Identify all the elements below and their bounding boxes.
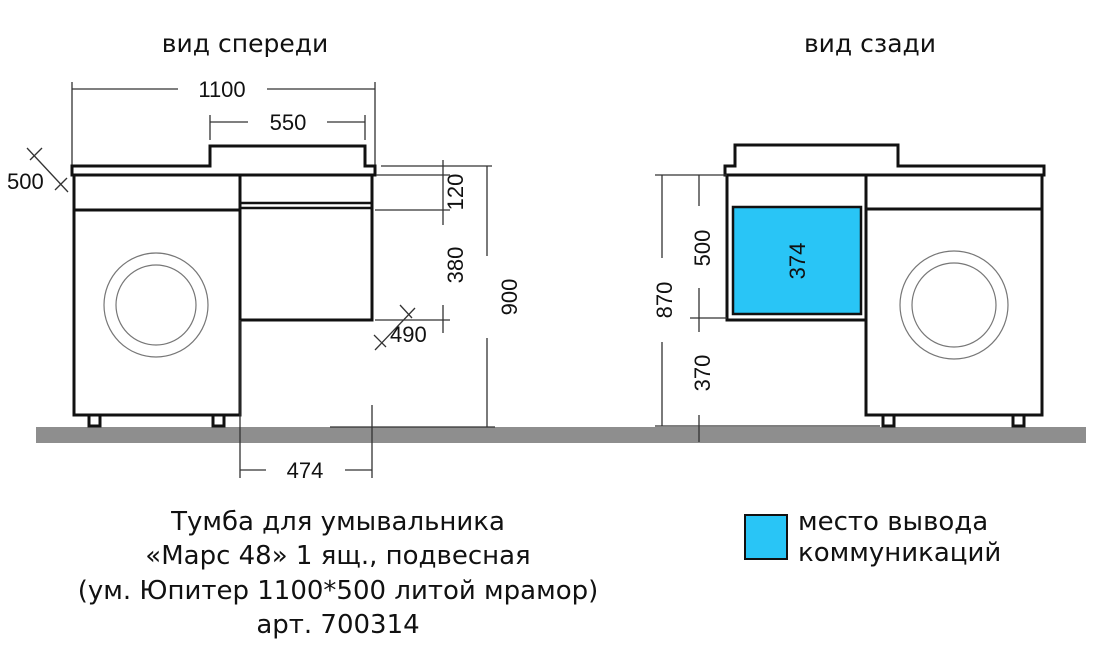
dim-total-width: 1100 [198, 77, 245, 102]
drawer-cabinet [238, 173, 374, 322]
dim-depth: 500 [7, 169, 44, 194]
foot [881, 413, 896, 428]
dim-total-height: 900 [497, 279, 522, 316]
machine-door-inner [115, 264, 197, 346]
machine-door-outer [899, 250, 1009, 360]
caption-line-1: Тумба для умывальника [170, 507, 505, 537]
dim-drawer-depth: 490 [390, 322, 427, 347]
dim-cabinet-width: 474 [287, 458, 324, 483]
dim-top-height: 120 [443, 174, 468, 211]
foot [87, 413, 102, 428]
foot [1011, 413, 1026, 428]
rear-view: 374 870 500 370 [652, 143, 1046, 442]
legend-line-2: коммуникаций [798, 538, 1001, 568]
foot [211, 413, 226, 428]
front-view-title: вид спереди [162, 29, 328, 58]
caption-article: арт. 700314 [256, 610, 419, 640]
caption-line-3: (ум. Юпитер 1100*500 литой мрамор) [78, 576, 599, 606]
dim-zone-width: 374 [785, 243, 810, 280]
washbasin-countertop [723, 143, 1046, 177]
washing-machine-niche [72, 173, 242, 417]
dim-zone-500: 500 [690, 230, 715, 267]
legend-line-1: место вывода [798, 507, 988, 537]
front-view: 1100 550 500 120 380 [7, 77, 522, 483]
dim-drawer-height: 380 [443, 247, 468, 284]
legend-swatch [744, 514, 788, 560]
washing-machine-niche [864, 173, 1044, 417]
rear-view-title: вид сзади [804, 29, 936, 58]
machine-door-outer [103, 252, 209, 358]
machine-door-inner [911, 262, 997, 348]
dim-height-870: 870 [652, 282, 677, 319]
dim-basin-width: 550 [270, 110, 307, 135]
floor [36, 427, 1086, 443]
communications-zone [731, 205, 863, 316]
caption-line-2: «Марс 48» 1 ящ., подвесная [145, 541, 530, 571]
dim-floor-370: 370 [690, 355, 715, 392]
washbasin-countertop [70, 144, 377, 177]
